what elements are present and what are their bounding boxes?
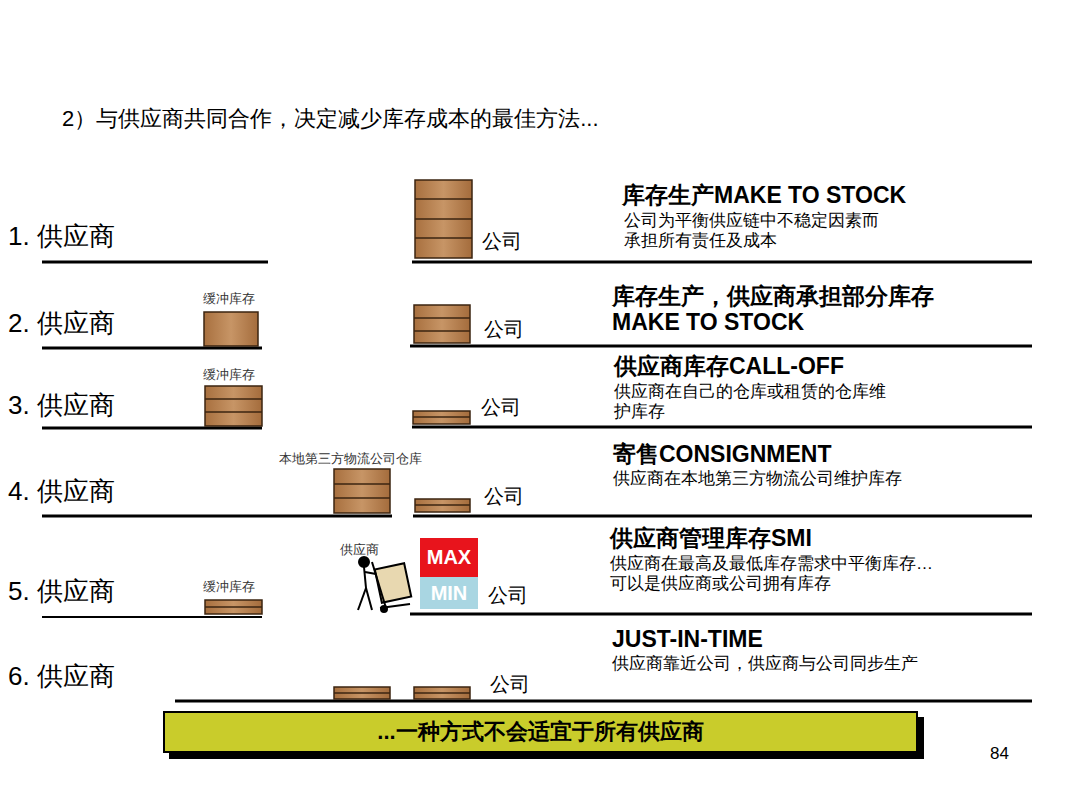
node-text: ...一种方式不会适宜于所有供应商 xyxy=(377,717,703,747)
stock-label: 缓冲库存 xyxy=(203,368,255,383)
company-label: 公司 xyxy=(490,673,530,696)
method-note: 公司为平衡供应链中不稳定因素而 承担所有责任及成本 xyxy=(624,211,896,250)
method-heading: 库存生产MAKE TO STOCK xyxy=(622,182,906,208)
company-label: 公司 xyxy=(481,396,521,419)
stock-label: 供应商 xyxy=(340,543,379,558)
method-note: 供应商在自己的仓库或租赁的仓库维 护库存 xyxy=(614,382,899,421)
method-heading: 供应商库存CALL-OFF xyxy=(614,353,844,379)
supplier-label: 3. 供应商 xyxy=(8,391,115,421)
conclusion-banner: ...一种方式不会适宜于所有供应商 xyxy=(163,711,918,753)
stock-label: 缓冲库存 xyxy=(203,580,255,595)
min-box: MIN xyxy=(420,577,478,609)
method-note: 供应商靠近公司，供应商与公司同步生产 xyxy=(612,654,918,674)
node-text: MIN xyxy=(431,582,468,605)
supplier-label: 2. 供应商 xyxy=(8,309,115,339)
supplier-label: 5. 供应商 xyxy=(8,577,115,607)
method-note: 供应商在最高及最低库存需求中平衡库存… 可以是供应商或公司拥有库存 xyxy=(610,554,945,593)
slide-title: 2）与供应商共同合作，决定减少库存成本的最佳方法... xyxy=(62,106,599,131)
supplier-label: 1. 供应商 xyxy=(8,222,115,252)
page-number: 84 xyxy=(990,744,1009,764)
company-label: 公司 xyxy=(488,584,528,607)
supplier-label: 4. 供应商 xyxy=(8,477,115,507)
method-heading: JUST-IN-TIME xyxy=(612,626,763,652)
company-label: 公司 xyxy=(484,485,524,508)
node-text: MAX xyxy=(427,546,471,569)
method-note: 供应商在本地第三方物流公司维护库存 xyxy=(613,469,902,489)
supplier-label: 6. 供应商 xyxy=(8,662,115,692)
company-label: 公司 xyxy=(482,230,522,253)
stock-label: 本地第三方物流公司仓库 xyxy=(279,452,422,467)
method-heading: 供应商管理库存SMI xyxy=(610,525,812,551)
max-box: MAX xyxy=(420,538,478,577)
method-heading: 库存生产，供应商承担部分库存 MAKE TO STOCK xyxy=(612,283,952,336)
stock-label: 缓冲库存 xyxy=(203,292,255,307)
method-heading: 寄售CONSIGNMENT xyxy=(613,441,832,467)
company-label: 公司 xyxy=(484,318,524,341)
